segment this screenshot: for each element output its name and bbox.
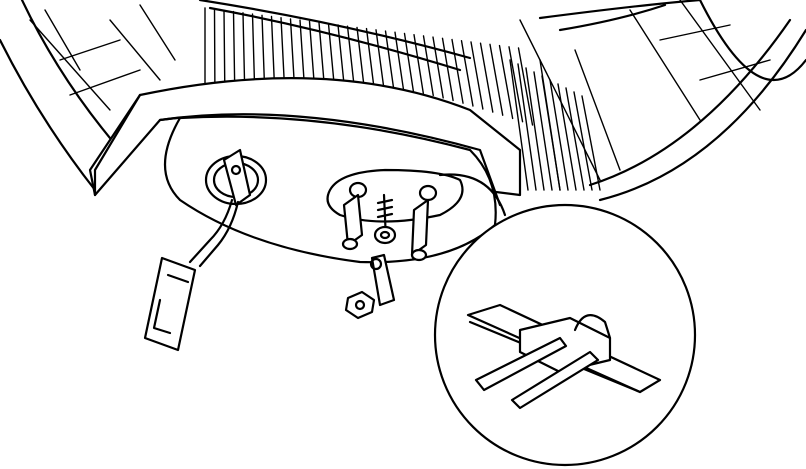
drum-rib (479, 42, 494, 113)
drum-rib (470, 41, 484, 110)
drum-rib (581, 95, 601, 191)
drum-rib (573, 91, 593, 191)
drum-rib (498, 44, 514, 120)
drum-rib (289, 18, 296, 85)
drum-wall (0, 0, 806, 202)
drum-rib (509, 59, 529, 191)
drum-rib (517, 63, 537, 191)
drum-rib (308, 20, 315, 85)
drum-rib (508, 46, 524, 123)
heating-element-terminal-right (410, 198, 430, 262)
drum-rib (280, 16, 286, 86)
drum-rib (525, 67, 545, 191)
drum-rib (533, 71, 553, 191)
heating-element-flange (326, 168, 464, 223)
drum-rib (422, 35, 434, 97)
drum-rib (242, 12, 246, 91)
drum-rib (549, 79, 569, 191)
drum-rib (346, 25, 355, 85)
mounting-nut (344, 290, 376, 320)
drum-rib (261, 14, 266, 88)
drum-rib (375, 29, 385, 88)
drum-rib (432, 36, 444, 99)
drum-rib (541, 75, 561, 191)
drum-rib (318, 21, 325, 84)
center-stud (369, 193, 397, 307)
drum-rib (327, 23, 335, 84)
drum-rib (441, 37, 454, 102)
thermostat-sensor (204, 148, 268, 207)
drum-rib (565, 87, 585, 191)
sensor-wire-connector (143, 198, 240, 352)
drum-rib (232, 10, 236, 92)
drum-rib (489, 43, 504, 116)
drum-rib (337, 24, 345, 85)
heater-cover-panel (88, 77, 522, 264)
heating-element-terminal-left (341, 193, 364, 251)
drum-ribs (204, 7, 601, 191)
drum-rib (384, 30, 395, 89)
drum-rib (451, 38, 464, 104)
drum-rib (223, 9, 226, 93)
drum-rib (251, 13, 256, 89)
drum-rib (413, 33, 425, 95)
bracket-clip-detail (466, 303, 662, 410)
drum-rib (270, 15, 276, 87)
drum-rib (517, 47, 534, 126)
drum-rib (460, 40, 474, 107)
drum-rib (403, 32, 415, 93)
drum-rib (394, 31, 405, 91)
drum-rib (557, 83, 577, 191)
drum-rib (365, 27, 375, 87)
drum-rib (299, 19, 305, 85)
drum-rib (356, 26, 365, 86)
